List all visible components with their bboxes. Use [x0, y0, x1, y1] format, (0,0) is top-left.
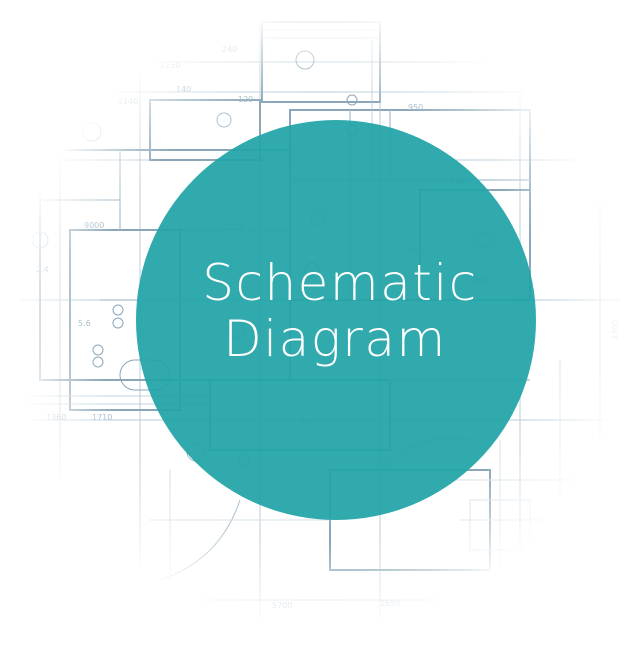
- title-circle: Schematic Diagram: [136, 120, 536, 520]
- title-line-1: Schematic: [202, 254, 478, 312]
- title-line-2: Diagram: [223, 310, 447, 368]
